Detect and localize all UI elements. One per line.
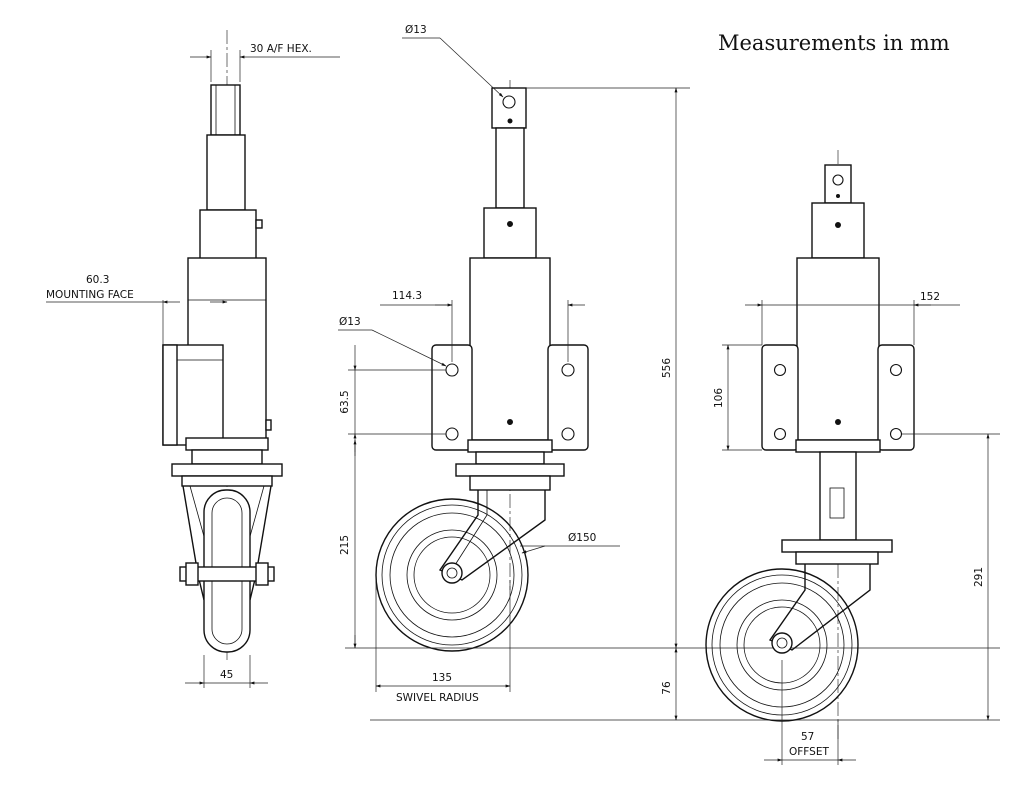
dim-plate-width-r: 152 bbox=[920, 291, 940, 303]
side-view: 30 A/F HEX. 60.3 MOUNTING FACE 45 bbox=[46, 30, 340, 688]
dim-ground-gap: 76 bbox=[661, 681, 673, 695]
dim-swivel-value: 135 bbox=[432, 672, 452, 684]
front-view: Ø13 114.3 Ø13 63.5 215 Ø150 135 bbox=[338, 24, 1000, 721]
dim-hex: 30 A/F HEX. bbox=[250, 43, 312, 55]
dim-swivel-label: SWIVEL RADIUS bbox=[396, 692, 479, 704]
dim-total-height: 556 bbox=[661, 358, 673, 378]
dim-offset-value: 57 bbox=[801, 731, 814, 743]
dim-pin-hole: Ø13 bbox=[405, 24, 427, 36]
dim-hole-spacing: 63.5 bbox=[339, 390, 351, 413]
title-text: Measurements in mm bbox=[718, 31, 950, 55]
dim-plate-width: 114.3 bbox=[392, 290, 422, 302]
dim-hole-spacing-r: 106 bbox=[713, 388, 725, 408]
dim-lower-height: 215 bbox=[339, 535, 351, 555]
dim-height-r: 291 bbox=[973, 567, 985, 587]
dim-plate-hole: Ø13 bbox=[339, 316, 361, 328]
dim-offset-label: OFFSET bbox=[789, 746, 829, 758]
dim-mounting-face-value: 60.3 bbox=[86, 274, 109, 286]
dim-wheel-dia: Ø150 bbox=[568, 532, 596, 544]
dim-side-width: 45 bbox=[220, 669, 233, 681]
rotated-view: 152 106 291 57 OFFSET bbox=[705, 150, 1000, 765]
dim-mounting-face-label: MOUNTING FACE bbox=[46, 289, 134, 301]
